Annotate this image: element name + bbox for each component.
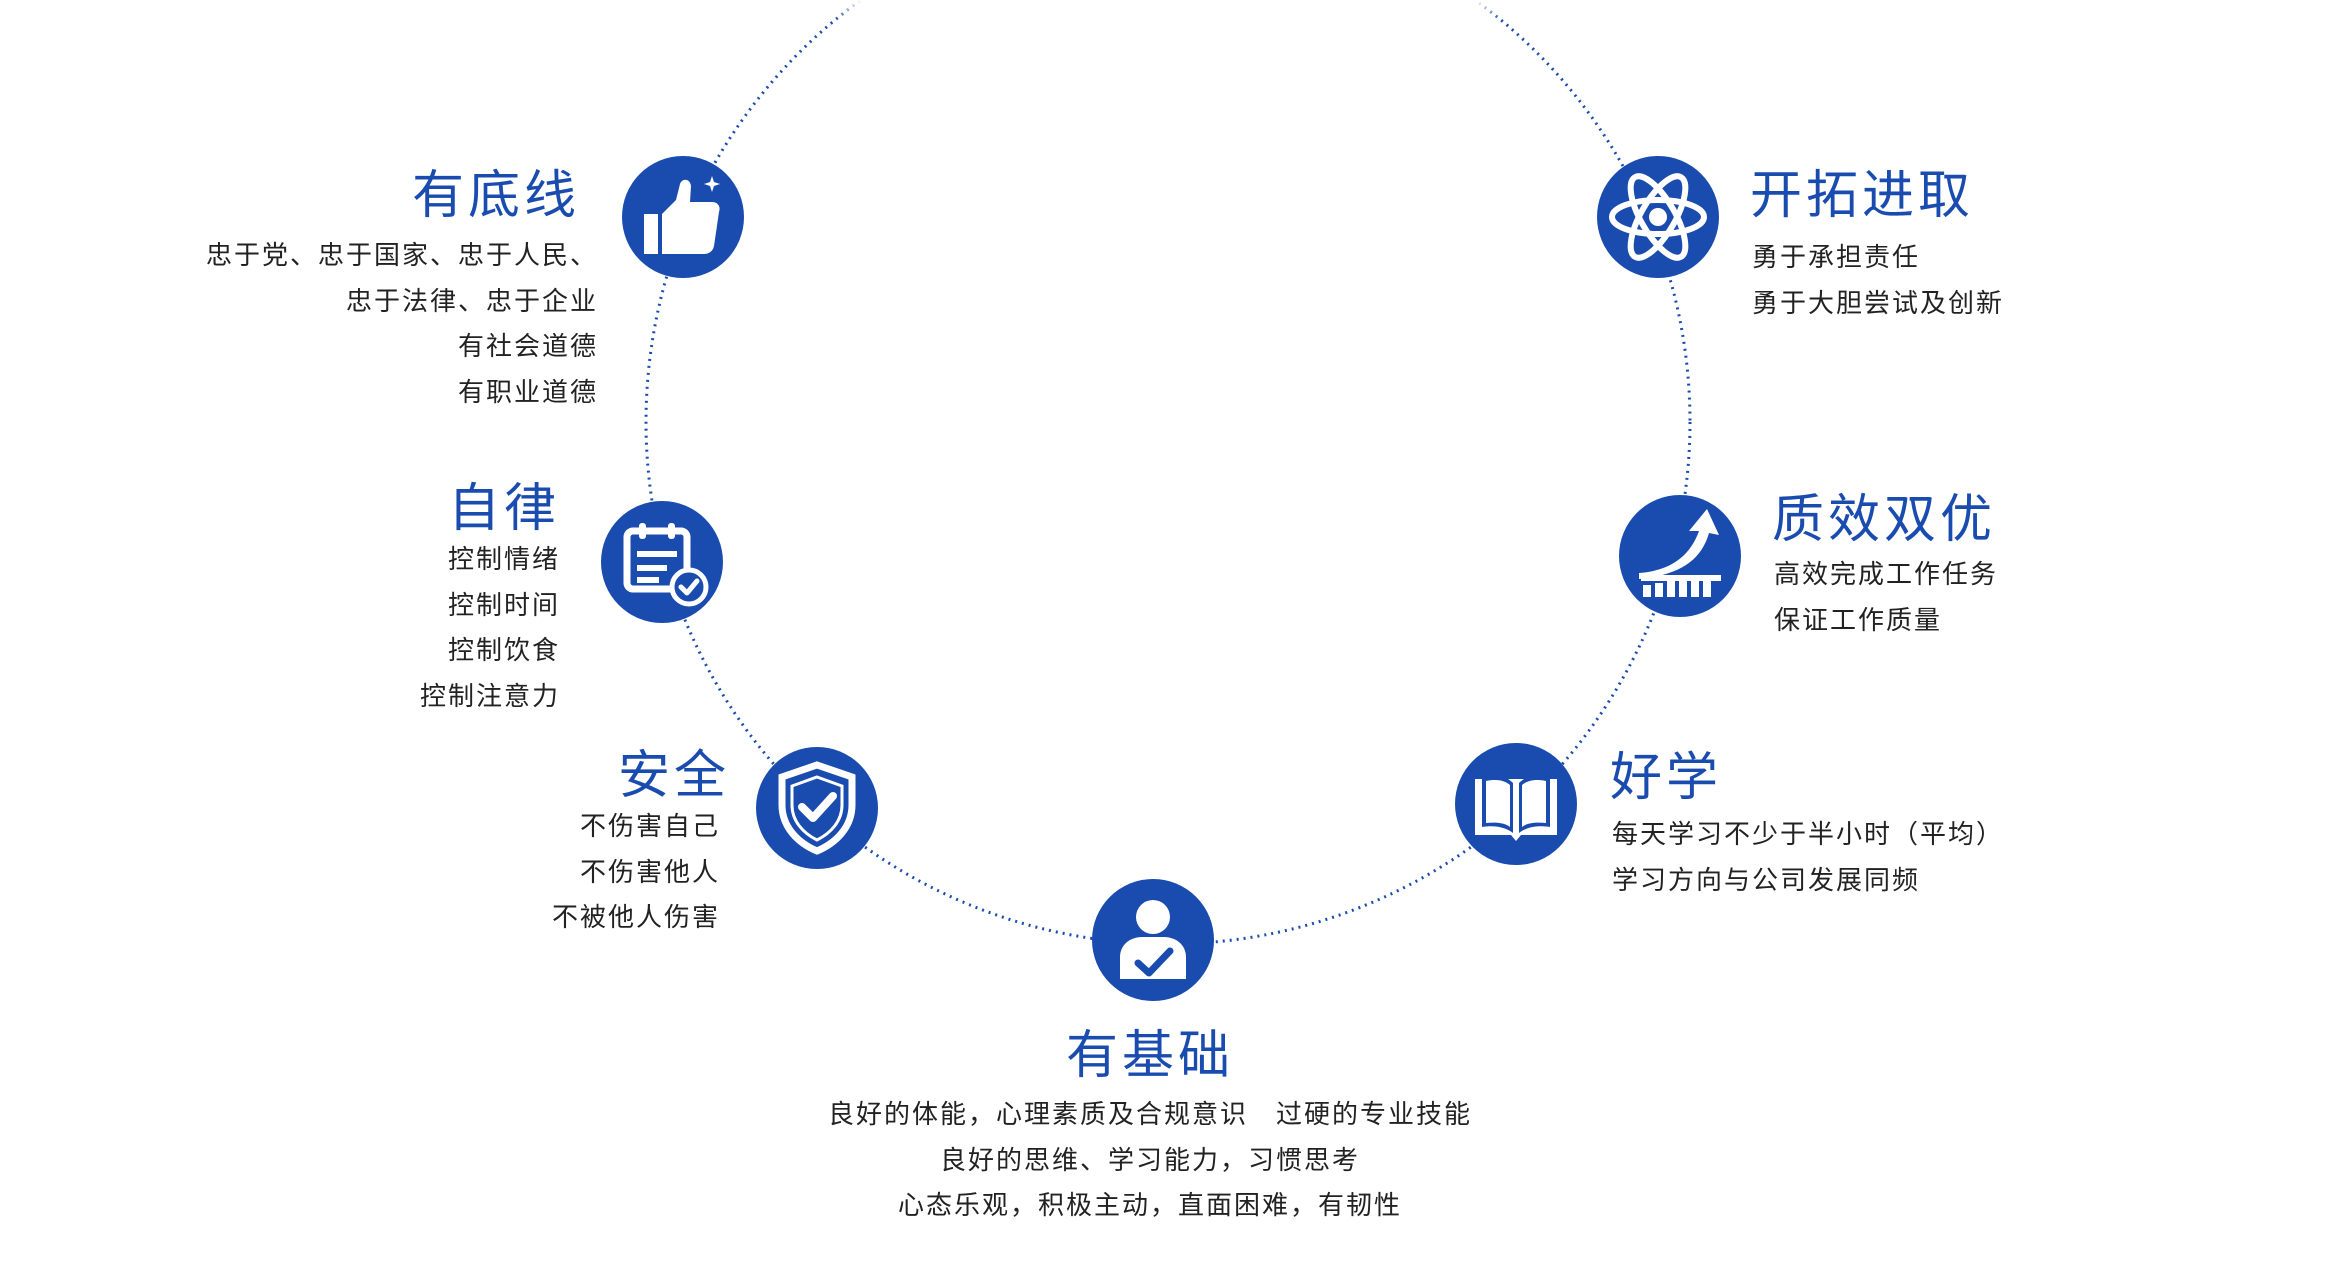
self-discipline-title: 自律: [447, 479, 560, 539]
thumbs-up-icon: [644, 176, 720, 254]
shield-check-icon: [778, 761, 856, 855]
safety-description: 不伤害自己 不伤害他人 不被他人伤害: [551, 812, 720, 933]
bottom-line-node: [622, 156, 744, 278]
person-check-icon: [1120, 900, 1186, 979]
quality-efficiency-node: [1619, 495, 1741, 617]
pioneering-node: [1597, 156, 1719, 278]
pioneering-title: 开拓进取: [1750, 166, 1975, 226]
safety-title: 安全: [617, 746, 730, 806]
eager-to-learn-description: 每天学习不少于半小时（平均） 学习方向与公司发展同频: [1612, 820, 2005, 896]
calendar-check-icon: [623, 523, 709, 607]
bottom-line-description: 忠于党、忠于国家、忠于人民、 忠于法律、忠于企业 有社会道德 有职业道德: [205, 241, 598, 408]
eager-to-learn-title: 好学: [1610, 748, 1723, 808]
foundation-node: [1092, 879, 1214, 1001]
safety-node: [756, 747, 878, 869]
open-book-icon: [1475, 775, 1557, 841]
growth-chart-icon: [1639, 509, 1721, 597]
pioneering-description: 勇于承担责任 勇于大胆尝试及创新: [1752, 243, 2005, 319]
bottom-line-title: 有底线: [411, 166, 580, 226]
self-discipline-description: 控制情绪 控制时间 控制饮食 控制注意力: [419, 545, 560, 712]
quality-efficiency-title: 质效双优: [1772, 490, 1997, 550]
quality-efficiency-description: 高效完成工作任务 保证工作质量: [1774, 560, 1999, 636]
foundation-title: 有基础: [1065, 1026, 1234, 1086]
self-discipline-node: [601, 501, 723, 623]
atom-icon: [1609, 173, 1707, 261]
eager-to-learn-node: [1455, 743, 1577, 865]
foundation-description: 良好的体能，心理素质及合规意识 过硬的专业技能 良好的思维、学习能力，习惯思考 …: [827, 1100, 1472, 1221]
